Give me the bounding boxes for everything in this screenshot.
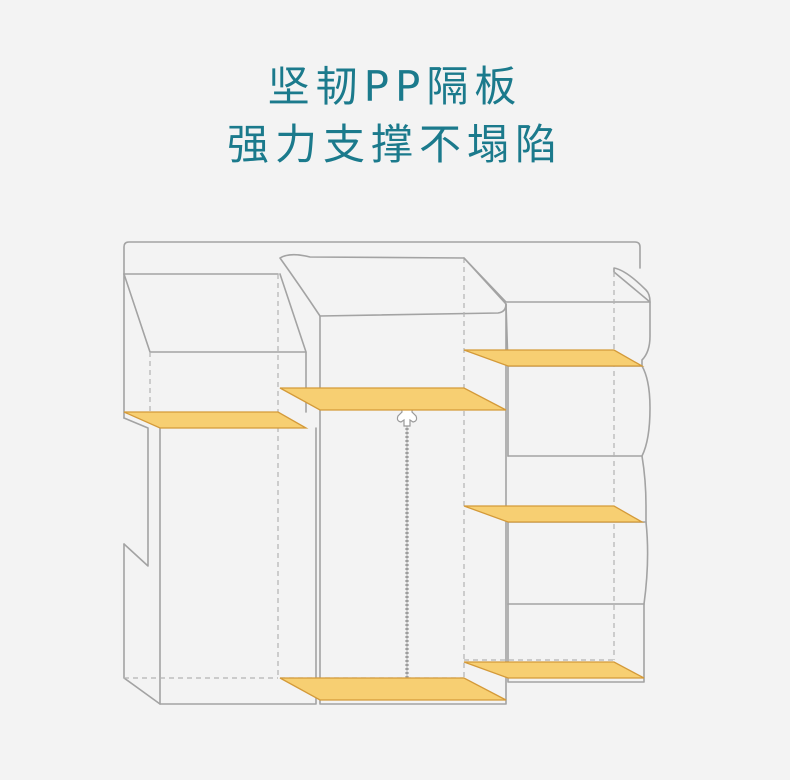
right-lid (463, 257, 651, 303)
headline-line-2: 强力支撑不塌陷 (226, 120, 563, 169)
left-compartment (123, 273, 317, 705)
headline-line-1: 坚韧PP隔板 (267, 62, 523, 111)
left-front-panel (159, 427, 317, 705)
right-compartment (463, 257, 651, 683)
top-frame-outline (123, 241, 641, 275)
left-outer-wall (123, 273, 161, 705)
shelf-left-upper (123, 411, 309, 429)
pp-shelves (123, 349, 645, 701)
shelf-middle-floor (279, 677, 507, 701)
shelf-right-1 (463, 349, 645, 367)
middle-front-panel (319, 303, 507, 705)
wardrobe-frame (123, 241, 641, 275)
shelf-middle-upper (279, 387, 507, 411)
left-side-flap (123, 417, 149, 567)
shelf-right-3 (463, 661, 645, 679)
middle-lid (279, 253, 507, 317)
right-outer-wall (507, 301, 651, 683)
left-lid (123, 273, 307, 353)
shelf-right-2 (463, 505, 645, 523)
middle-compartment (279, 253, 507, 705)
